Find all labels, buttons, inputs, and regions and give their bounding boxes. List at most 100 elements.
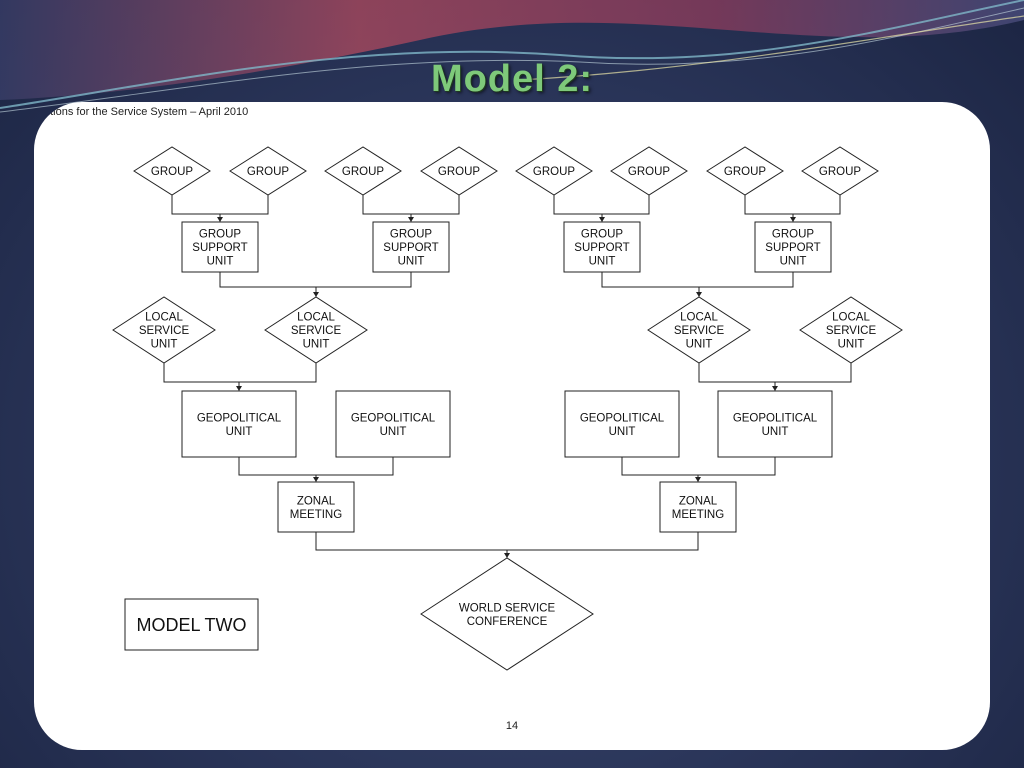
group-node-5: GROUP [515, 146, 593, 196]
background-swoosh [0, 0, 1024, 113]
geopolitical-unit-2-shape [335, 390, 451, 458]
lsu-connector-left [163, 363, 317, 383]
group-support-unit-3-line-1: GROUP [581, 229, 624, 241]
group-node-4-label: GROUP [438, 166, 481, 178]
zonal-meeting-1-line-2: MEETING [290, 509, 342, 521]
group-support-unit-4-line-3: UNIT [780, 256, 807, 268]
group-support-unit-1-line-1: GROUP [199, 229, 242, 241]
geopolitical-unit-2-line-1: GEOPOLITICAL [351, 412, 436, 424]
lsu-arrow-right [772, 386, 778, 391]
geopolitical-unit-3: GEOPOLITICAL UNIT [564, 390, 680, 458]
geopolitical-unit-3-shape [564, 390, 680, 458]
local-service-unit-1-line-2: SERVICE [139, 325, 190, 337]
gsu-connector-left [219, 272, 412, 288]
geopolitical-unit-4-line-1: GEOPOLITICAL [733, 412, 818, 424]
geopolitical-unit-1-shape [181, 390, 297, 458]
world-service-conference-line-1: WORLD SERVICE [459, 602, 556, 614]
group-support-unit-3-line-2: SUPPORT [574, 242, 629, 254]
model-two-label-box: MODEL TWO [124, 598, 259, 651]
group-arrow-2 [408, 217, 414, 222]
model-two-org-chart: GROUP GROUP GROUP GROUP GROUP GROUP GROUP GROUP… [112, 146, 903, 671]
group-node-1-label: GROUP [151, 166, 194, 178]
zonal-connector [315, 532, 699, 551]
document-header: ptions for the Service System – April 20… [44, 106, 249, 118]
geopolitical-unit-1-line-2: UNIT [226, 426, 253, 438]
group-support-unit-2-line-2: SUPPORT [383, 242, 438, 254]
zonal-meeting-2: ZONAL MEETING [659, 481, 737, 533]
geo-connector-left [238, 457, 394, 476]
group-node-2-label: GROUP [247, 166, 290, 178]
geopolitical-unit-4: GEOPOLITICAL UNIT [717, 390, 833, 458]
group-support-unit-1-line-2: SUPPORT [192, 242, 247, 254]
model-two-label-shape [124, 598, 259, 651]
group-node-7: GROUP [706, 146, 784, 196]
geopolitical-unit-2: GEOPOLITICAL UNIT [335, 390, 451, 458]
geopolitical-unit-4-line-2: UNIT [762, 426, 789, 438]
local-service-unit-3-line-3: UNIT [686, 339, 713, 351]
group-node-5-label: GROUP [533, 166, 576, 178]
group-support-unit-2-shape [372, 221, 450, 273]
group-support-unit-1-line-3: UNIT [207, 256, 234, 268]
zonal-meeting-2-line-2: MEETING [672, 509, 724, 521]
group-support-unit-2-line-3: UNIT [398, 256, 425, 268]
group-arrow-4 [790, 217, 796, 222]
geopolitical-unit-3-line-1: GEOPOLITICAL [580, 412, 665, 424]
geo-connector-right [621, 457, 776, 476]
geo-arrow-right [695, 477, 701, 482]
group-support-unit-2-line-1: GROUP [390, 229, 433, 241]
zonal-meeting-1-shape [277, 481, 355, 533]
group-node-6-shape [610, 146, 688, 196]
group-connector-3 [553, 195, 650, 215]
geopolitical-unit-3-line-2: UNIT [609, 426, 636, 438]
zonal-meeting-2-line-1: ZONAL [679, 495, 718, 507]
group-node-1: GROUP [133, 146, 211, 196]
group-connector-1 [171, 195, 269, 215]
local-service-unit-3-line-1: LOCAL [680, 312, 718, 324]
geopolitical-unit-4-shape [717, 390, 833, 458]
group-node-3: GROUP [324, 146, 402, 196]
world-service-conference-line-2: CONFERENCE [467, 616, 548, 628]
geo-arrow-left [313, 477, 319, 482]
lsu-connector-right [698, 363, 852, 383]
local-service-unit-1-line-3: UNIT [151, 339, 178, 351]
local-service-unit-3-line-2: SERVICE [674, 325, 725, 337]
group-node-2-shape [229, 146, 307, 196]
group-node-7-label: GROUP [724, 166, 767, 178]
zonal-arrow [504, 553, 510, 558]
local-service-unit-4-line-1: LOCAL [832, 312, 870, 324]
model-two-label: MODEL TWO [136, 615, 246, 635]
local-service-unit-2-line-3: UNIT [303, 339, 330, 351]
geopolitical-unit-2-line-2: UNIT [380, 426, 407, 438]
group-support-unit-4-line-2: SUPPORT [765, 242, 820, 254]
group-node-8-shape [801, 146, 879, 196]
local-service-unit-2-line-1: LOCAL [297, 312, 335, 324]
group-support-unit-1-shape [181, 221, 259, 273]
local-service-unit-2-line-2: SERVICE [291, 325, 342, 337]
document-panel: ptions for the Service System – April 20… [34, 102, 990, 750]
group-node-8-label: GROUP [819, 166, 862, 178]
group-node-6: GROUP [610, 146, 688, 196]
group-connector-4 [744, 195, 841, 215]
group-support-unit-3-shape [563, 221, 641, 273]
gsu-arrow-right [696, 292, 702, 297]
local-service-unit-4-shape [799, 296, 903, 364]
group-connector-2 [362, 195, 460, 215]
group-node-4-shape [420, 146, 498, 196]
page-number: 14 [505, 720, 519, 732]
gsu-connector-right [601, 272, 794, 288]
group-support-unit-4-shape [754, 221, 832, 273]
local-service-unit-1-shape [112, 296, 216, 364]
zonal-meeting-2-shape [659, 481, 737, 533]
group-node-7-shape [706, 146, 784, 196]
gsu-arrow-left [313, 292, 319, 297]
local-service-unit-2-shape [264, 296, 368, 364]
group-node-4: GROUP [420, 146, 498, 196]
geopolitical-unit-1-line-1: GEOPOLITICAL [197, 412, 282, 424]
